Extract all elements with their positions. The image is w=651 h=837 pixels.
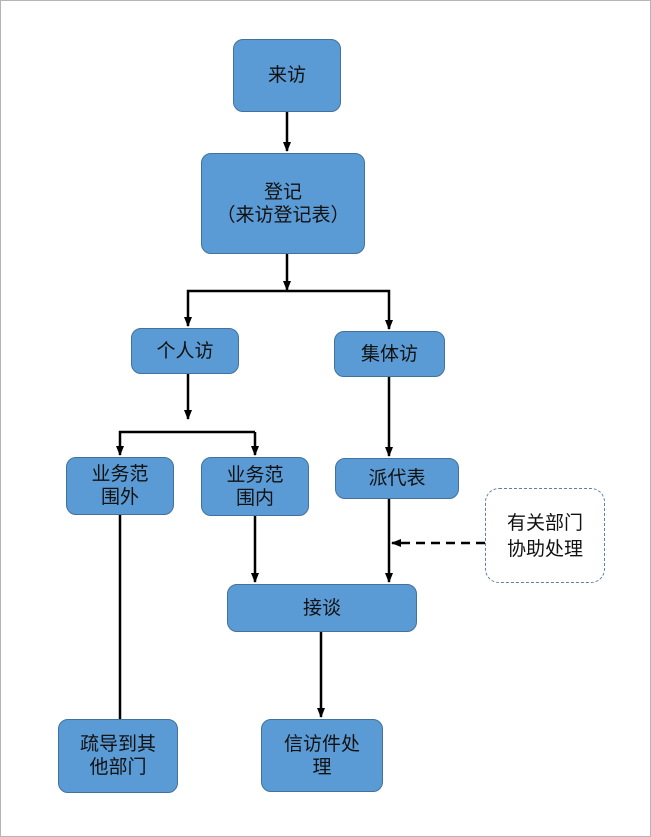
node-redirect: 疏导到其 他部门 [58, 719, 178, 793]
node-visit-label: 来访 [267, 64, 306, 86]
node-out-of-scope: 业务范 围外 [66, 457, 174, 515]
node-visit: 来访 [233, 39, 341, 112]
note-assist-departments: 有关部门 协助处理 [485, 488, 605, 583]
node-redirect-label-1: 疏导到其 [79, 733, 156, 755]
node-talk: 接谈 [227, 584, 417, 632]
note-assist-label-1: 有关部门 [506, 511, 583, 534]
node-in-scope-label-1: 业务范 [226, 463, 284, 486]
node-redirect-label-2: 他部门 [89, 756, 147, 778]
node-petition: 信访件处 理 [261, 719, 383, 792]
node-talk-label: 接谈 [302, 596, 341, 619]
node-in-scope: 业务范 围内 [201, 457, 309, 516]
line-split-to-individual [184, 289, 287, 327]
line-split-to-collective [287, 289, 393, 330]
node-petition-label-2: 理 [312, 755, 332, 778]
node-out-of-scope-label-1: 业务范 [91, 463, 149, 485]
note-assist-label-2: 协助处理 [506, 537, 583, 560]
node-petition-label-1: 信访件处 [283, 732, 360, 755]
node-collective-label: 集体访 [360, 342, 418, 365]
node-delegate-label: 派代表 [368, 467, 426, 489]
node-individual-label: 个人访 [156, 339, 214, 362]
line-individual-to-out-scope [116, 430, 255, 456]
node-individual: 个人访 [131, 328, 239, 374]
node-in-scope-label-2: 围内 [235, 486, 274, 509]
node-out-of-scope-label-2: 围外 [100, 486, 139, 508]
node-register-label-1: 登记 [263, 180, 302, 203]
node-register: 登记 （来访登记表） [201, 153, 365, 254]
node-collective: 集体访 [334, 331, 445, 377]
node-register-label-2: （来访登记表） [216, 203, 350, 226]
node-delegate: 派代表 [335, 458, 459, 499]
